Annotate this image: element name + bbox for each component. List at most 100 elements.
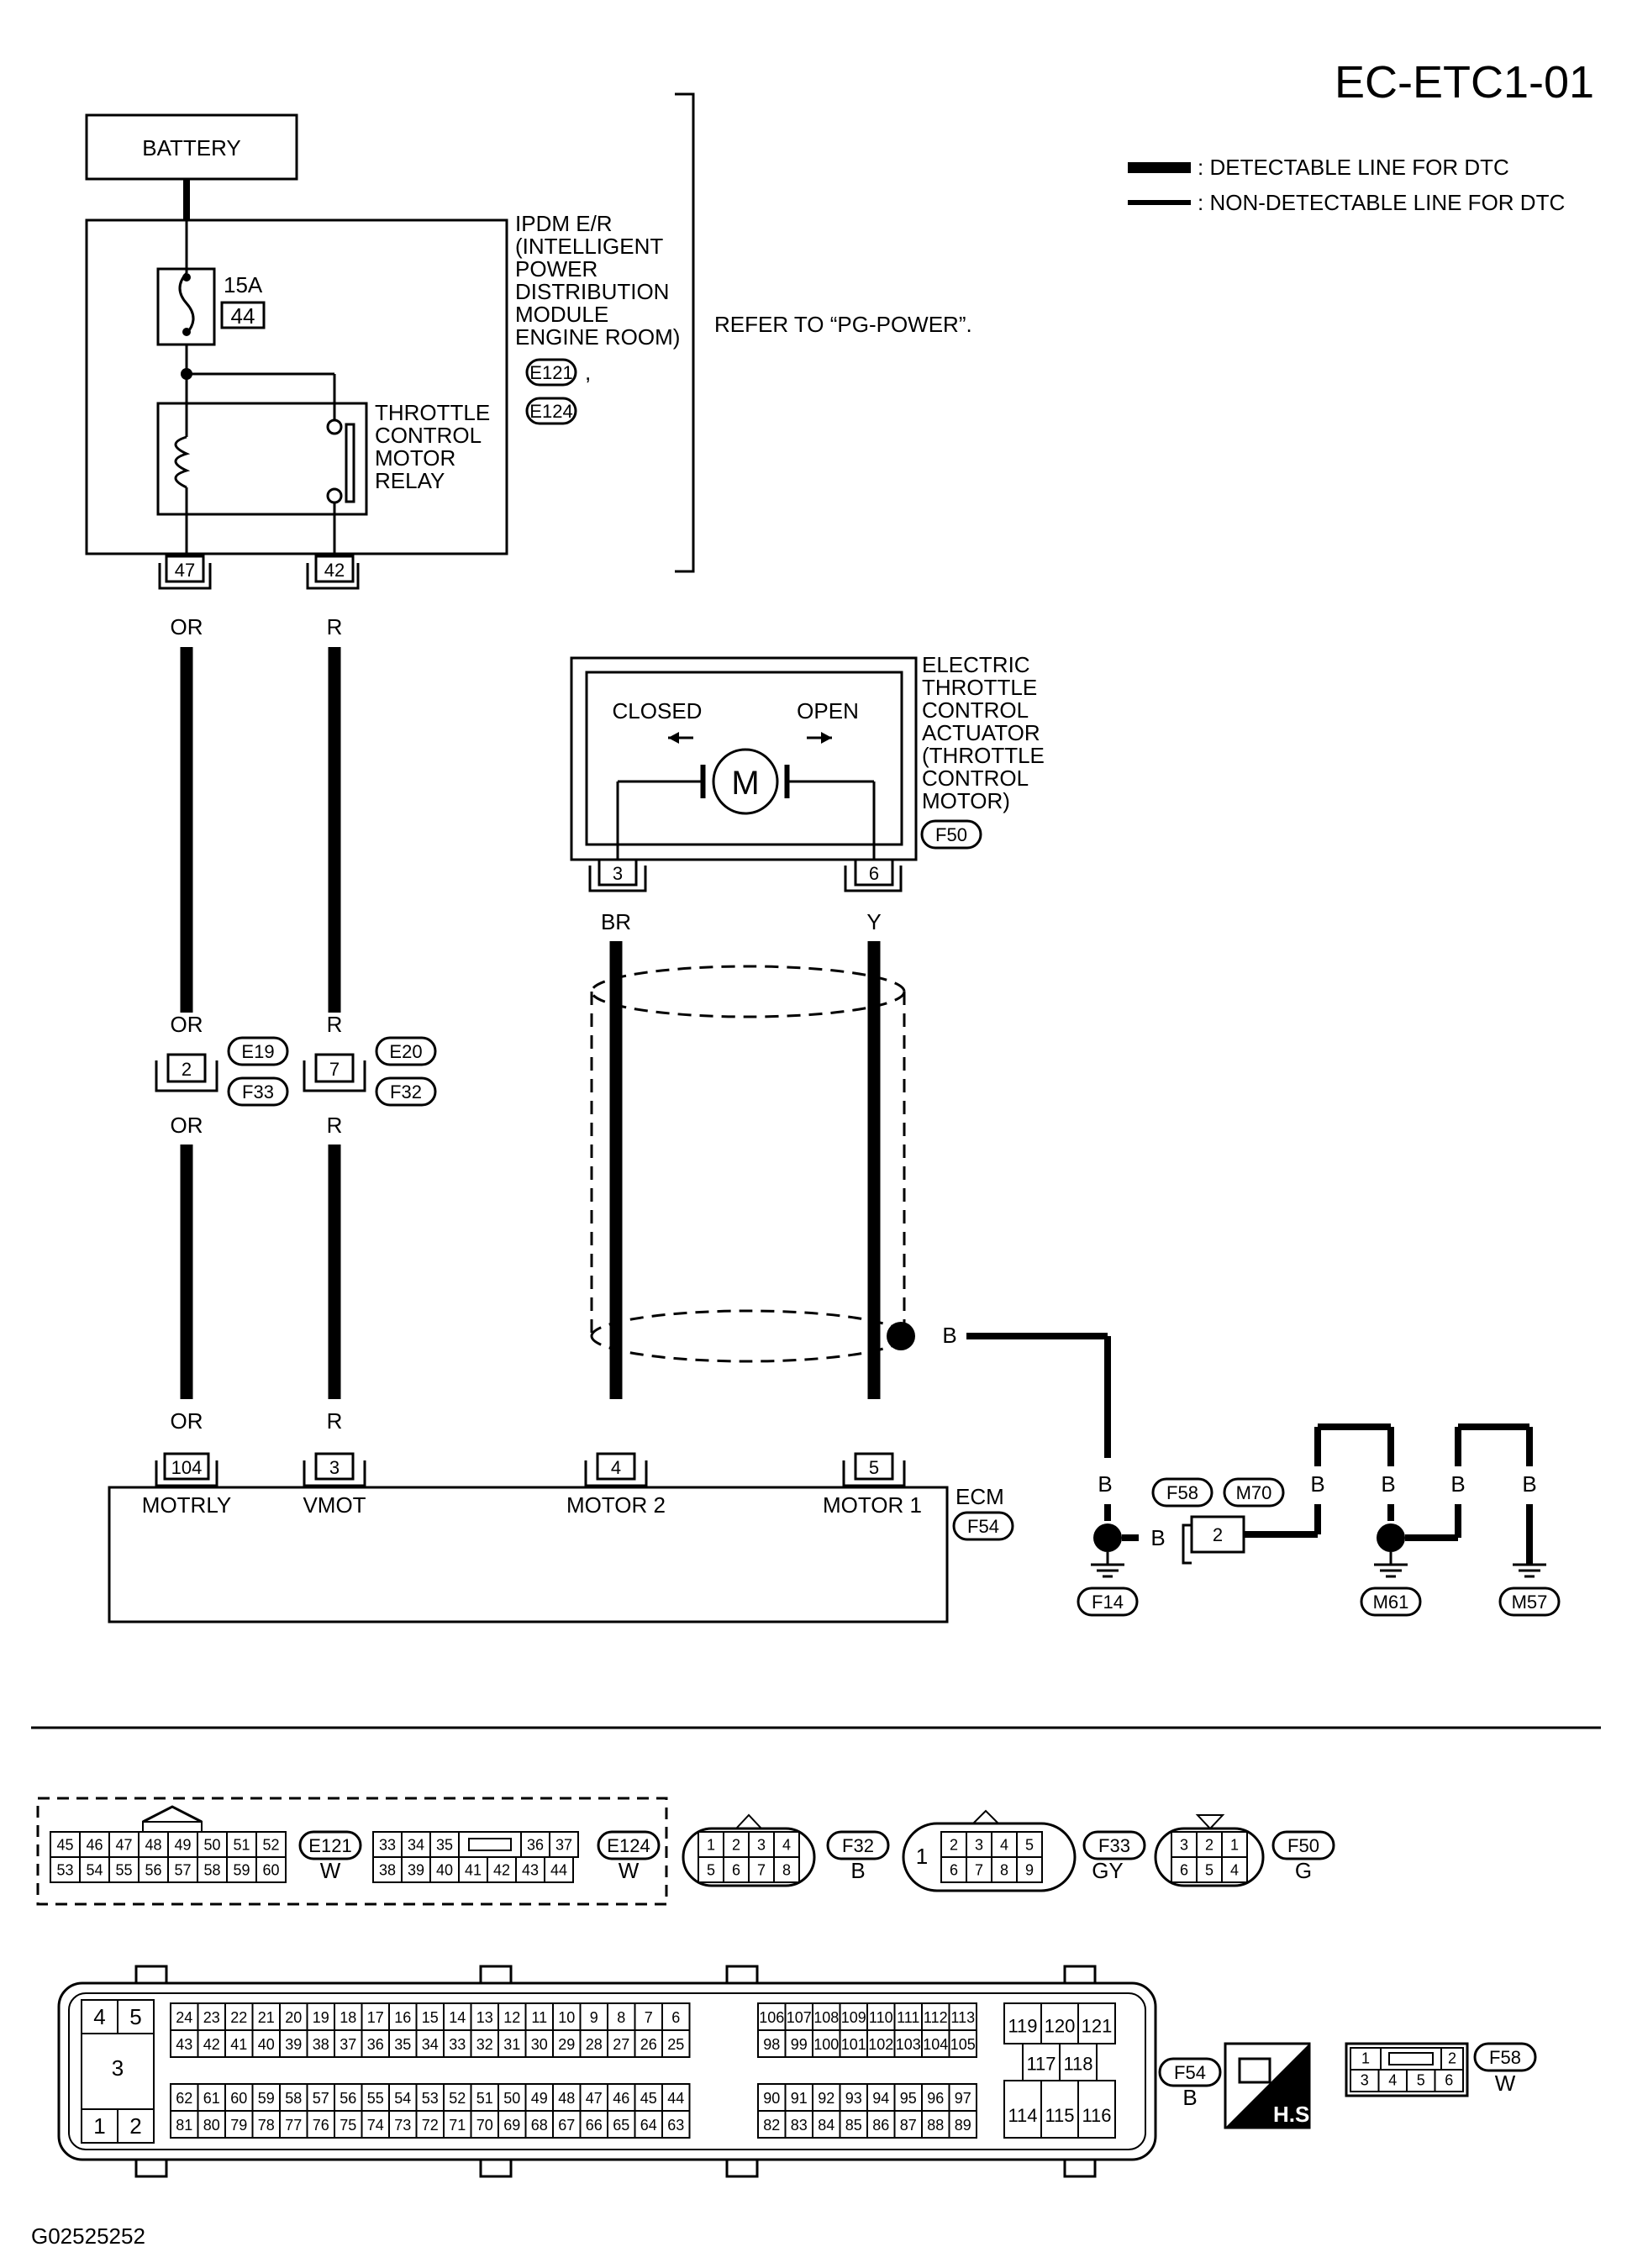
ground-f14: F14 <box>1092 1592 1124 1613</box>
f54-cavity <box>251 2029 281 2058</box>
f54-pin-number: 119 <box>1008 2016 1037 2037</box>
f32-id: F32 <box>842 1835 874 1856</box>
e121-pin-number: 56 <box>145 1862 161 1879</box>
f54-pin-number: 97 <box>955 2090 971 2107</box>
e121-key-housing <box>142 1821 203 1833</box>
f54-pin-number: 14 <box>449 2009 466 2026</box>
f54-pin-number: 101 <box>841 2036 866 2053</box>
f54-cavity <box>661 2110 691 2139</box>
f54-pin-number: 76 <box>313 2117 329 2134</box>
f54-pin-number: 105 <box>950 2036 976 2053</box>
f54-pin-number: 7 <box>645 2009 653 2026</box>
e121-color: W <box>320 1858 341 1883</box>
f54-pin-number: 2 <box>129 2113 141 2139</box>
f54-pin-number: 44 <box>667 2090 684 2107</box>
svg-text:R: R <box>327 1113 343 1138</box>
actuator-label: ELECTRIC THROTTLE CONTROL ACTUATOR (THRO… <box>920 652 1045 850</box>
f54-pin-number: 4 <box>93 2004 105 2029</box>
f54-cavity <box>948 2029 977 2058</box>
battery-box <box>85 113 298 181</box>
f54-cavity <box>893 2083 923 2112</box>
e121-key-icon <box>142 1805 203 1823</box>
f50-pin-number: 5 <box>1205 1862 1213 1879</box>
f54-pin-number: 82 <box>763 2117 780 2134</box>
f54-pin-number: 21 <box>258 2009 275 2026</box>
f54-cavity <box>81 1999 118 2034</box>
e121-pin-number: 57 <box>174 1862 191 1879</box>
f32-key-icon <box>734 1813 764 1829</box>
f54-cavity <box>251 2110 281 2139</box>
f54-cavity <box>579 2110 608 2139</box>
f54-cavity <box>306 2002 335 2031</box>
f54-cavity <box>1003 2002 1042 2044</box>
f54-pin-number: 23 <box>203 2009 220 2026</box>
svg-text:B: B <box>1450 1471 1465 1497</box>
f54-tab-bottom <box>134 2158 168 2178</box>
f54-pin-number: 51 <box>476 2090 493 2107</box>
ecm-pin-5: 5 <box>842 1452 906 1487</box>
f54-pin-number: 103 <box>896 2036 921 2053</box>
junction-e20-f32: 7 E20 F32 <box>303 1036 437 1107</box>
f54-pin-number: 114 <box>1008 2105 1037 2126</box>
f54-pin-number: 15 <box>422 2009 439 2026</box>
e124-pin-number: 42 <box>493 1862 510 1879</box>
svg-text:CONTROL: CONTROL <box>922 766 1029 791</box>
e121-cavity <box>50 1856 81 1883</box>
f54-pin-number: 45 <box>640 2090 657 2107</box>
f54-pin-number: 47 <box>586 2090 603 2107</box>
page-title: EC-ETC1-01 <box>1335 57 1594 108</box>
svg-text:POWER: POWER <box>515 256 598 282</box>
f58-cavity <box>1434 2069 1464 2092</box>
ground-m61: M61 <box>1373 1592 1409 1613</box>
legend-detectable-swatch <box>1128 162 1191 173</box>
f50-pin-number: 6 <box>1180 1862 1188 1879</box>
svg-text:(THROTTLE: (THROTTLE <box>922 743 1045 768</box>
f54-housing-inner <box>68 1992 1146 2150</box>
f54-pin-number: 89 <box>955 2117 971 2134</box>
f54-pin-number: 17 <box>367 2009 384 2026</box>
ground-symbol-icon <box>1091 1563 1124 1578</box>
connector-f58-m70: 2 <box>1182 1515 1245 1565</box>
f54-pin-number: 27 <box>613 2036 629 2053</box>
f58-pin-number: 4 <box>1388 2072 1397 2089</box>
f54-cavity <box>1059 2043 1098 2081</box>
f54-pin-number: 29 <box>558 2036 575 2053</box>
motor-icon <box>712 748 779 815</box>
f33-id-pill <box>1082 1830 1146 1860</box>
f54-pin-number: 67 <box>558 2117 575 2134</box>
wire-color-r-top: R <box>327 614 343 639</box>
f54-pin-number: 72 <box>422 2117 439 2134</box>
f54-pin-number: 33 <box>449 2036 466 2053</box>
f54-pin-number: 64 <box>640 2117 657 2134</box>
e121-pin-number: 60 <box>262 1862 279 1879</box>
f54-tab-bottom <box>479 2158 513 2178</box>
f58-pin-number: 5 <box>1417 2072 1425 2089</box>
f54-cavity <box>893 2029 923 2058</box>
e121-id-pill <box>298 1830 362 1860</box>
f32-pin-number: 1 <box>707 1837 715 1854</box>
bracket <box>675 92 695 573</box>
f54-cavity <box>634 2002 663 2031</box>
f54-cavity <box>1022 2043 1061 2081</box>
f54-cavity <box>866 2110 896 2139</box>
e121-pin-number: 50 <box>203 1837 220 1854</box>
svg-text:ENGINE ROOM): ENGINE ROOM) <box>515 324 680 350</box>
e124-pin-number: 44 <box>550 1862 567 1879</box>
e124-pin-number: 33 <box>379 1837 396 1854</box>
ecm-pin-name-motor1: MOTOR 1 <box>823 1492 922 1518</box>
f54-pin-number: 8 <box>617 2009 625 2026</box>
actuator-closed: CLOSED <box>613 698 703 724</box>
f54-pin-number: 56 <box>340 2090 356 2107</box>
f54-pin-number: 86 <box>872 2117 889 2134</box>
svg-text:ELECTRIC: ELECTRIC <box>922 652 1030 677</box>
f54-cavity <box>1077 2002 1116 2044</box>
ecm-connector: F54 <box>967 1516 999 1537</box>
svg-text:ACTUATOR: ACTUATOR <box>922 720 1040 745</box>
ecm-pin-4: 4 <box>584 1452 648 1487</box>
e124-pin-number: 35 <box>436 1837 453 1854</box>
f54-cavity <box>552 2110 582 2139</box>
svg-text:MOTOR): MOTOR) <box>922 788 1010 813</box>
f54-pin-number: 108 <box>813 2009 839 2026</box>
e121-cavity <box>226 1856 257 1883</box>
f33-color: GY <box>1092 1858 1124 1883</box>
